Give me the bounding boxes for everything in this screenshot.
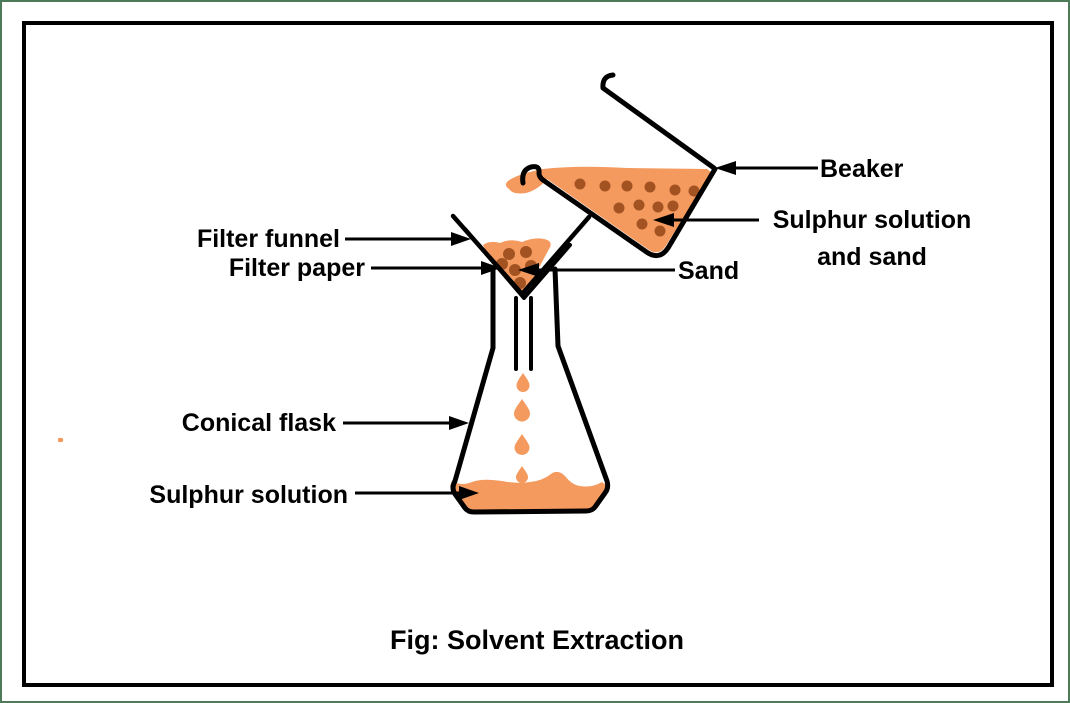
label-line: and sand [817,243,927,271]
label-line: Sulphur solution [772,206,972,234]
arrowhead [449,416,469,430]
figure-caption: Fig: Solvent Extraction [389,625,685,655]
sand-particle [621,180,633,192]
droplet [514,399,530,422]
falling-droplets [514,373,530,483]
conical-flask-group [450,265,611,515]
arrow-conical-flask [343,416,469,430]
label-conical-flask: Conical flask [181,409,336,437]
arrow-beaker [715,161,818,175]
sand-particle [503,248,515,260]
sand-particle [613,202,625,214]
label-sulphur-solution-and-sand: Sulphur solution and sand [757,202,987,276]
arrowhead [451,232,471,246]
sand-particle [652,201,664,213]
inner-border-frame [22,21,1054,687]
arrowhead [459,486,479,500]
flask-liquid [450,471,607,512]
sand-particles-beaker [574,178,700,237]
sand-particle [688,185,700,197]
sand-particle [667,200,679,212]
sand-particle [509,264,521,276]
arrow-sulphur-solution [355,486,479,500]
beaker-group [505,72,718,259]
sand-particle [574,178,586,190]
beaker-body-outline [520,164,718,259]
arrowhead [518,263,539,277]
droplet [516,466,528,483]
paint-speck [58,438,63,442]
arrow-filter-paper [371,261,501,275]
droplet [514,434,530,455]
filter-paper-outline [463,227,572,300]
sand-particle [520,246,532,258]
funnel-group [450,213,592,371]
sand-particle [633,199,645,211]
label-beaker: Beaker [820,155,904,183]
arrowhead [715,161,736,175]
label-sand: Sand [678,257,740,285]
arrowhead [653,213,674,227]
label-filter-funnel: Filter funnel [196,225,340,253]
arrow-sulphur-solution-and-sand [653,213,759,227]
label-sulphur-solution: Sulphur solution [149,481,348,509]
droplet [516,373,530,393]
arrow-filter-funnel [345,232,471,246]
label-filter-paper: Filter paper [228,254,365,282]
sand-particle [599,180,611,192]
arrow-sand [518,263,675,277]
sand-particle [636,218,648,230]
sand-particle [654,225,666,237]
arrowhead [481,261,501,275]
conical-flask-outline [450,265,611,515]
sand-particle [644,181,656,193]
sand-particle [669,184,681,196]
beaker-back-wall [600,72,717,171]
